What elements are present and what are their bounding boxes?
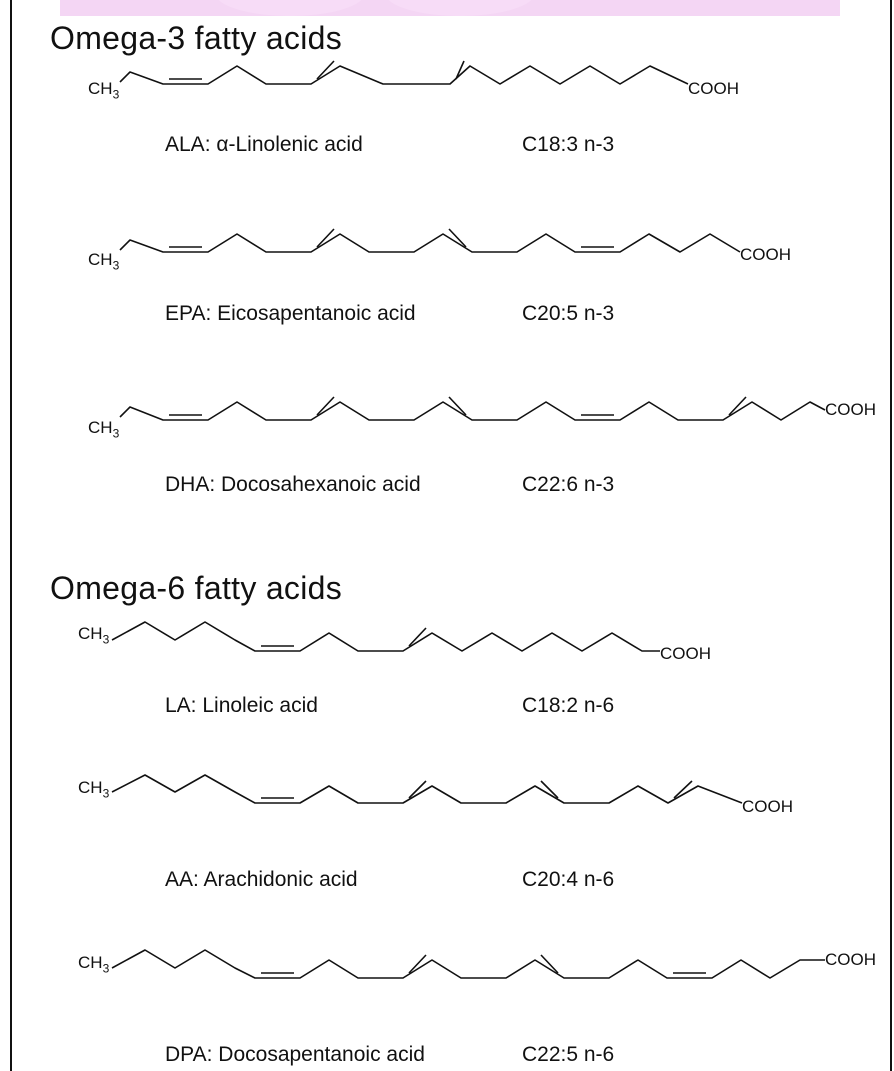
acid-formula: C20:4 n-6 bbox=[522, 868, 615, 891]
double-bond bbox=[540, 780, 559, 799]
watermark-shape bbox=[385, 0, 535, 16]
carbon-chain bbox=[111, 621, 660, 652]
methyl-label: CH3 bbox=[78, 624, 110, 647]
double-bond bbox=[455, 60, 465, 80]
figure-frame bbox=[10, 0, 892, 1071]
double-bond bbox=[448, 396, 467, 416]
carboxyl-label: COOH bbox=[660, 644, 711, 663]
watermark-shape bbox=[215, 0, 365, 16]
double-bond bbox=[728, 396, 747, 416]
section-title-omega6: Omega-6 fatty acids bbox=[50, 570, 343, 606]
carbon-chain bbox=[119, 401, 826, 421]
acid-formula: C20:5 n-3 bbox=[522, 302, 615, 325]
methyl-label: CH3 bbox=[88, 250, 120, 273]
methyl-label: CH3 bbox=[78, 953, 110, 976]
acid-name: DHA: Docosahexanoic acid bbox=[165, 473, 421, 496]
acid-name: DPA: Docosapentanoic acid bbox=[165, 1043, 425, 1066]
carboxyl-label: COOH bbox=[825, 400, 876, 419]
double-bond bbox=[448, 228, 467, 248]
double-bond bbox=[673, 780, 693, 799]
double-bond bbox=[408, 780, 427, 799]
double-bond bbox=[316, 396, 335, 416]
double-bond bbox=[316, 60, 335, 80]
acid-name: ALA: α-Linolenic acid bbox=[165, 133, 363, 156]
double-bond bbox=[316, 228, 335, 248]
double-bond bbox=[408, 954, 427, 974]
carbon-chain bbox=[119, 65, 689, 85]
carboxyl-label: COOH bbox=[825, 950, 876, 969]
double-bond bbox=[540, 954, 559, 974]
carboxyl-label: COOH bbox=[742, 797, 793, 816]
acid-formula: C22:6 n-3 bbox=[522, 473, 615, 496]
carboxyl-label: COOH bbox=[740, 245, 791, 264]
carbon-chain bbox=[119, 233, 741, 253]
acid-name: AA: Arachidonic acid bbox=[165, 868, 358, 891]
carbon-chain bbox=[111, 949, 825, 979]
acid-name: EPA: Eicosapentanoic acid bbox=[165, 302, 416, 325]
acid-name: LA: Linoleic acid bbox=[165, 694, 318, 717]
methyl-label: CH3 bbox=[88, 79, 120, 102]
methyl-label: CH3 bbox=[78, 778, 110, 801]
double-bond bbox=[408, 627, 427, 647]
carbon-chain bbox=[111, 774, 743, 804]
acid-formula: C22:5 n-6 bbox=[522, 1043, 615, 1066]
acid-formula: C18:3 n-3 bbox=[522, 133, 615, 156]
methyl-label: CH3 bbox=[88, 418, 120, 441]
section-title-omega3: Omega-3 fatty acids bbox=[50, 20, 343, 56]
carboxyl-label: COOH bbox=[688, 79, 739, 98]
acid-formula: C18:2 n-6 bbox=[522, 694, 615, 717]
